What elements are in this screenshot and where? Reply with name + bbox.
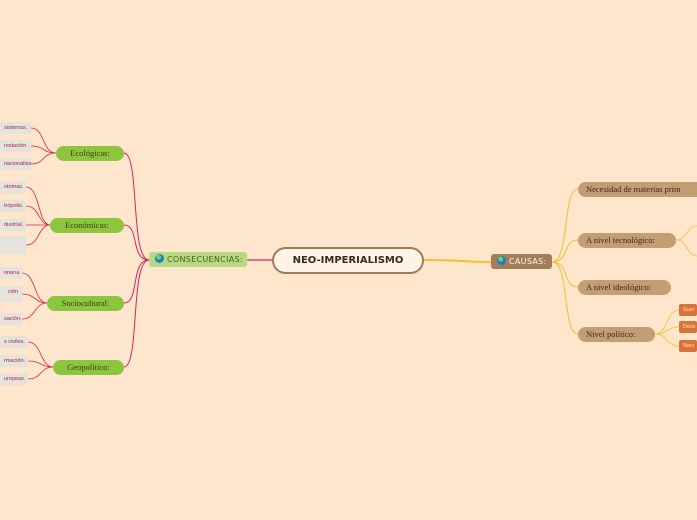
leaf-economicas-1[interactable]: otomas. xyxy=(0,181,26,193)
globe-icon xyxy=(497,256,506,265)
subtopic-politico[interactable]: Nivel político: xyxy=(578,327,655,342)
leaf-politico-1[interactable]: Suer xyxy=(679,304,697,316)
subtopic-economicas[interactable]: Económicas: xyxy=(50,218,124,233)
leaf-geopolitico-3[interactable]: uropeas. xyxy=(0,373,28,385)
leaf-politico-2[interactable]: Desc xyxy=(679,321,697,333)
leaf-economicas-4[interactable] xyxy=(0,236,26,254)
globe-icon xyxy=(155,254,164,263)
leaf-sociocultural-1[interactable]: onena. xyxy=(0,267,22,279)
leaf-sociocultural-2[interactable]: ción xyxy=(0,286,22,302)
subtopic-materias-primas[interactable]: Necesidad de materias prim xyxy=(578,182,697,197)
causas-label: CAUSAS: xyxy=(509,257,547,266)
central-topic[interactable]: NEO-IMPERIALISMO xyxy=(272,247,424,274)
subtopic-geopolitico[interactable]: Geopolítico: xyxy=(53,360,124,375)
leaf-sociocultural-3[interactable]: sación. xyxy=(0,313,22,325)
leaf-politico-3[interactable]: Naci xyxy=(679,340,697,352)
subtopic-sociocultural[interactable]: Sociocultural: xyxy=(47,296,124,311)
leaf-ecologicas-2[interactable]: restación. xyxy=(0,140,31,152)
leaf-economicas-3[interactable]: dustrial. xyxy=(0,219,26,231)
leaf-geopolitico-1[interactable]: s civiles. xyxy=(0,336,28,348)
subtopic-tecnologico[interactable]: A nivel tecnológico: xyxy=(578,233,676,248)
leaf-economicas-2[interactable]: trópolis. xyxy=(0,200,26,212)
leaf-ecologicas-1[interactable]: sistemas. xyxy=(0,122,31,134)
leaf-geopolitico-2[interactable]: rmación. xyxy=(0,355,28,367)
consecuencias-label: CONSECUENCIAS: xyxy=(167,255,243,264)
subtopic-ideologico[interactable]: A nivel ideológico: xyxy=(578,280,671,295)
causas-topic[interactable]: CAUSAS: xyxy=(491,254,552,269)
consecuencias-topic[interactable]: CONSECUENCIAS: xyxy=(149,252,247,267)
subtopic-ecologicas[interactable]: Ecológicas: xyxy=(56,146,124,161)
